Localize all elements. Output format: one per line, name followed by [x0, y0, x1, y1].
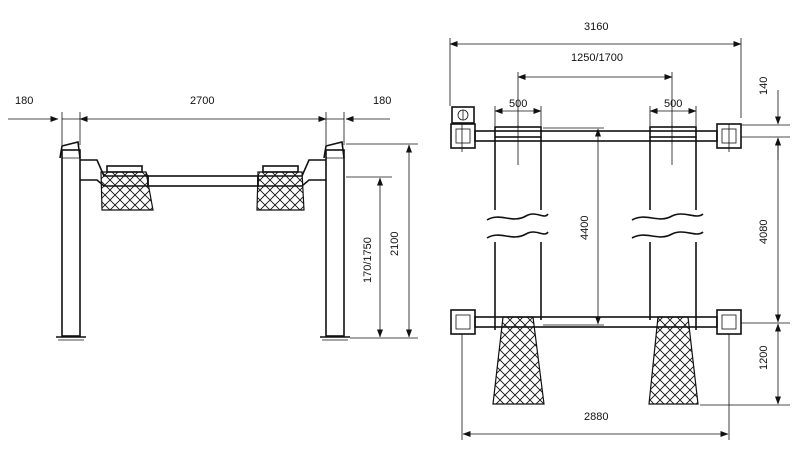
- top-dim-total-width: 3160: [449, 21, 742, 118]
- front-left-post: [56, 141, 86, 341]
- front-view: 180 2700 180: [8, 95, 418, 341]
- front-left-wheel-chock: [100, 165, 154, 211]
- front-dim-total-height: 2100: [389, 232, 401, 256]
- top-left-runway: [486, 125, 549, 330]
- front-dim-runway-height: 170/1750: [362, 237, 374, 283]
- top-right-dimensions: 140 4080 1200: [700, 77, 790, 406]
- top-dim-track-width-label: 1250/1700: [571, 52, 623, 64]
- top-dim-runway-length: 4400: [543, 127, 604, 326]
- top-dim-track-width: 1250/1700: [517, 52, 673, 126]
- front-right-wheel-chock: [256, 165, 305, 211]
- front-right-post: [320, 141, 350, 341]
- top-dim-rear-overhang: 1200: [758, 346, 770, 370]
- top-dim-top-offset: 140: [758, 77, 770, 95]
- top-right-ramp: [648, 316, 699, 405]
- top-dim-runway-width-right: 500: [664, 98, 682, 110]
- top-right-runway: [631, 125, 704, 330]
- top-left-ramp: [492, 316, 545, 405]
- top-post-rear-right: [716, 309, 742, 335]
- top-dim-base-width: 2880: [461, 334, 730, 440]
- front-height-dimensions: 170/1750 2100: [346, 143, 418, 339]
- front-dim-right-offset: 180: [373, 95, 391, 107]
- control-box: [451, 106, 475, 124]
- top-dim-runway-widths: 500 500: [494, 98, 697, 126]
- top-dim-runway-width-left: 500: [509, 98, 527, 110]
- top-dim-total-width-label: 3160: [584, 21, 608, 33]
- top-dim-base-width-label: 2880: [584, 411, 608, 423]
- front-top-dimension: 180 2700 180: [8, 95, 391, 145]
- top-view: 3160 1250/1700 500 500: [449, 21, 790, 440]
- front-dim-left-offset: 180: [15, 95, 33, 107]
- top-dim-post-spacing: 4080: [758, 220, 770, 244]
- top-post-front-left: [450, 123, 476, 149]
- top-post-front-right: [716, 123, 742, 149]
- top-post-rear-left: [450, 309, 476, 335]
- front-dim-span: 2700: [190, 95, 214, 107]
- top-dim-runway-length-label: 4400: [579, 216, 591, 240]
